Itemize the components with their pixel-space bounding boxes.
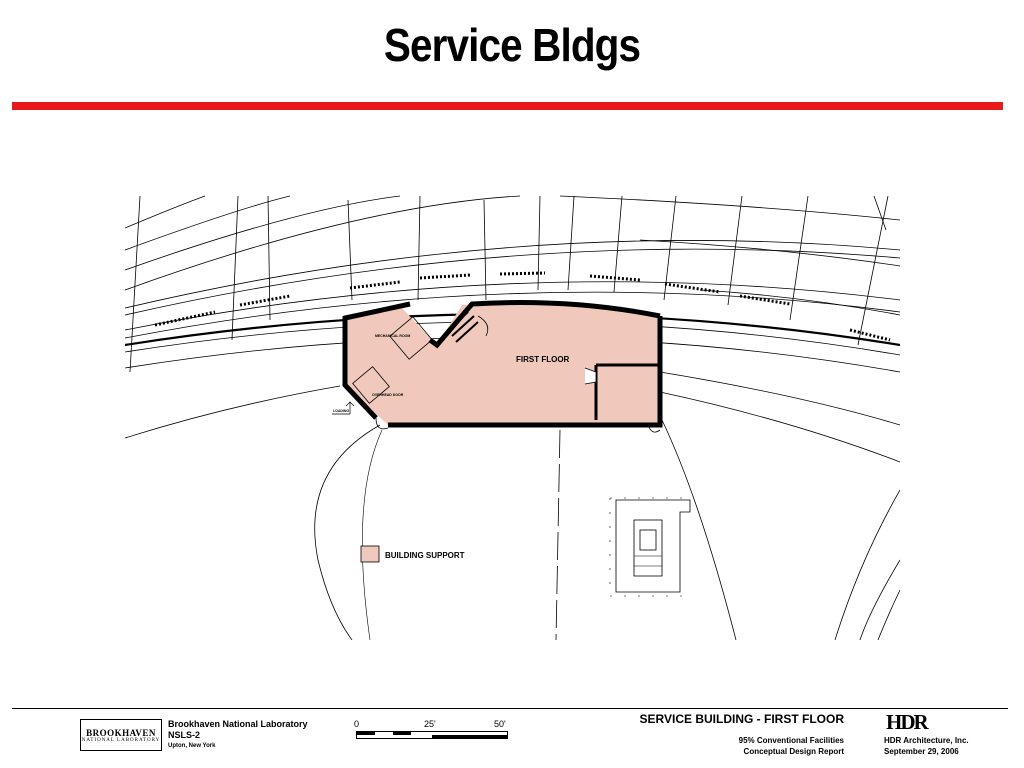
sheet-title: SERVICE BUILDING - FIRST FLOOR	[639, 712, 844, 726]
overhead-door-label: OVERHEAD DOOR	[372, 393, 404, 397]
scale-bar-graphic	[356, 731, 508, 739]
room-label-first-floor: FIRST FLOOR	[516, 355, 570, 364]
mechanical-room-label: MECHANICAL ROOM	[375, 334, 410, 338]
scale-bar: 0 25' 50'	[354, 719, 514, 749]
report-info: 95% Conventional Facilities Conceptual D…	[640, 735, 844, 757]
lab-location: Upton, New York	[168, 743, 216, 749]
hdr-info: HDR Architecture, Inc. September 29, 200…	[884, 735, 969, 757]
scale-label-25: 25'	[424, 719, 436, 729]
service-building-outline	[342, 300, 663, 428]
scale-label-0: 0	[354, 719, 360, 729]
report-line-1: 95% Conventional Facilities	[738, 736, 844, 745]
hdr-company: HDR Architecture, Inc.	[884, 736, 969, 745]
legend-swatch	[360, 545, 380, 563]
transformer-pad	[615, 499, 691, 593]
scale-label-50: 50'	[494, 719, 506, 729]
bnl-logo-wordmark: BROOKHAVEN	[86, 727, 156, 738]
lab-info: Brookhaven National Laboratory NSLS-2 Up…	[168, 719, 308, 752]
hdr-logo: HDR	[886, 710, 929, 734]
hdr-date: September 29, 2006	[884, 747, 959, 756]
footer-rule	[12, 708, 1008, 709]
title-underline	[12, 102, 1003, 110]
lab-name: Brookhaven National Laboratory	[168, 719, 308, 729]
loading-label: LOADING	[333, 409, 349, 413]
legend-label: BUILDING SUPPORT	[385, 551, 465, 560]
slide-title: Service Bldgs	[383, 19, 641, 71]
project-name: NSLS-2	[168, 730, 201, 740]
brookhaven-logo: BROOKHAVEN NATIONAL LABORATORY	[80, 719, 162, 751]
report-line-2: Conceptual Design Report	[743, 747, 844, 756]
service-building-fill	[345, 303, 660, 425]
site-linework	[125, 195, 900, 640]
bnl-logo-subtitle: NATIONAL LABORATORY	[81, 737, 161, 743]
